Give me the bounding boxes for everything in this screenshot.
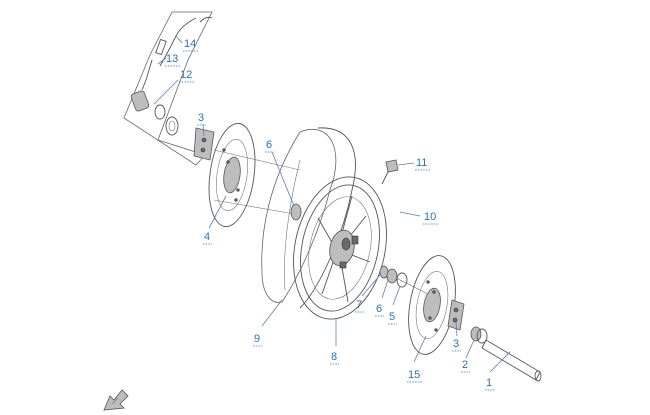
callout-14[interactable]: 14 bbox=[184, 38, 196, 50]
callout-4[interactable]: 4 bbox=[204, 231, 210, 243]
brake-disc-right bbox=[408, 255, 456, 355]
callout-6-lower[interactable]: 6 bbox=[376, 303, 382, 315]
callout-13[interactable]: 13 bbox=[166, 53, 178, 65]
callout-3-upper[interactable]: 3 bbox=[198, 112, 204, 124]
callout-15[interactable]: 15 bbox=[408, 369, 420, 381]
callout-2[interactable]: 2 bbox=[462, 359, 468, 371]
callout-12[interactable]: 12 bbox=[180, 69, 192, 81]
callouts: 1 2 3 3 4 5 6 6 7 8 bbox=[153, 35, 511, 391]
caliper-bracket-upper bbox=[193, 127, 215, 161]
axle-spacer bbox=[470, 326, 488, 344]
callout-6-upper[interactable]: 6 bbox=[266, 139, 272, 151]
callout-11[interactable]: 11 bbox=[416, 157, 427, 169]
callout-8[interactable]: 8 bbox=[331, 351, 337, 363]
brake-disc-left bbox=[208, 122, 256, 228]
callout-3-lower[interactable]: 3 bbox=[453, 338, 459, 350]
direction-arrow-icon bbox=[103, 389, 129, 411]
callout-1[interactable]: 1 bbox=[486, 377, 492, 389]
callout-7[interactable]: 7 bbox=[356, 299, 362, 311]
callout-9[interactable]: 9 bbox=[254, 333, 260, 345]
callout-10[interactable]: 10 bbox=[424, 211, 436, 223]
disc-bolts-lower bbox=[447, 299, 465, 331]
axle bbox=[481, 339, 542, 382]
bearing-spacers bbox=[290, 203, 408, 288]
wheel-rim bbox=[293, 176, 387, 320]
assembly-axis-lines bbox=[213, 149, 441, 301]
callout-5[interactable]: 5 bbox=[389, 311, 395, 323]
brake-hose-caliper-assembly bbox=[123, 11, 213, 166]
tire bbox=[261, 127, 356, 309]
valve bbox=[381, 159, 399, 185]
